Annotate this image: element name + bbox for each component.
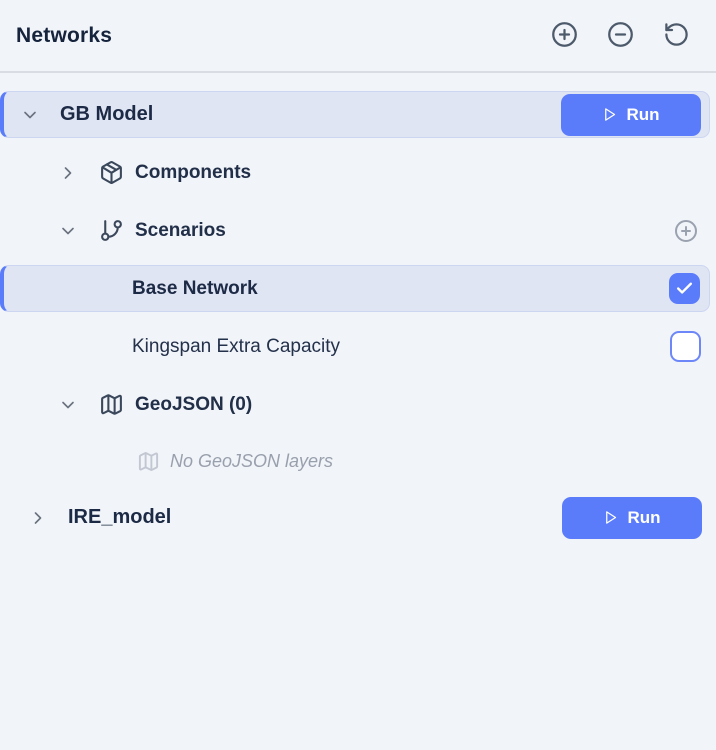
group-label: GeoJSON (0) — [135, 393, 253, 415]
circle-plus-icon — [551, 21, 578, 51]
run-button-label: Run — [626, 104, 660, 124]
play-icon — [602, 107, 617, 122]
run-gb-model-button[interactable]: Run — [561, 93, 701, 136]
panel-title: Networks — [16, 23, 113, 47]
run-button-label: Run — [627, 507, 661, 527]
chevron-right-icon[interactable] — [26, 506, 50, 530]
scenario-checkbox-checked[interactable] — [669, 273, 700, 304]
chevron-down-icon[interactable] — [56, 393, 80, 417]
add-scenario-button[interactable] — [673, 218, 698, 243]
tree-item-scenarios[interactable]: Scenarios — [0, 207, 710, 254]
chevron-down-icon[interactable] — [56, 219, 80, 243]
group-label: Components — [135, 161, 252, 183]
add-network-button[interactable] — [550, 21, 578, 51]
map-icon — [98, 392, 124, 418]
scenario-label: Kingspan Extra Capacity — [132, 335, 341, 357]
play-icon — [603, 510, 618, 525]
header-actions — [550, 21, 690, 51]
rotate-ccw-icon — [663, 21, 690, 51]
chevron-right-icon[interactable] — [56, 161, 80, 185]
scenario-label: Base Network — [132, 277, 258, 299]
empty-state-label: No GeoJSON layers — [170, 450, 334, 471]
tree-item-geojson[interactable]: GeoJSON (0) — [0, 381, 710, 428]
tree-item-ire-model[interactable]: IRE_model Run — [0, 494, 710, 541]
scenario-checkbox-unchecked[interactable] — [670, 331, 701, 362]
panel-header: Networks — [0, 0, 716, 73]
network-tree: GB Model Run Components Scenarios Base N… — [0, 73, 716, 552]
circle-minus-icon — [607, 21, 634, 51]
package-icon — [98, 160, 124, 186]
tree-item-base-network[interactable]: Base Network — [0, 265, 710, 312]
remove-network-button[interactable] — [606, 21, 634, 51]
network-label: IRE_model — [68, 506, 172, 528]
check-icon — [675, 279, 694, 298]
tree-item-kingspan-extra-capacity[interactable]: Kingspan Extra Capacity — [0, 323, 710, 370]
circle-plus-icon — [674, 219, 698, 243]
tree-item-components[interactable]: Components — [0, 149, 710, 196]
map-icon — [136, 448, 160, 474]
group-label: Scenarios — [135, 219, 226, 241]
network-label: GB Model — [60, 103, 154, 125]
run-ire-model-button[interactable]: Run — [562, 496, 702, 539]
chevron-down-icon[interactable] — [18, 103, 42, 127]
git-branch-icon — [98, 218, 124, 244]
geojson-empty-state: No GeoJSON layers — [0, 439, 710, 483]
refresh-button[interactable] — [662, 22, 690, 50]
tree-item-gb-model[interactable]: GB Model Run — [0, 91, 710, 138]
